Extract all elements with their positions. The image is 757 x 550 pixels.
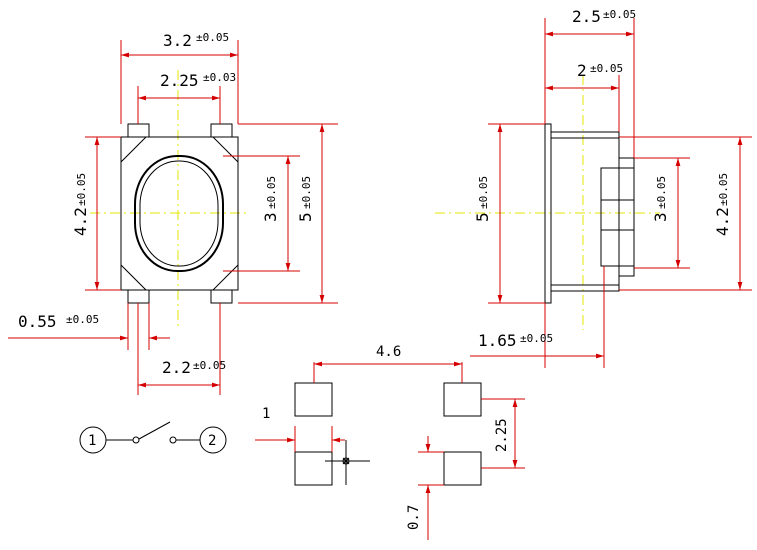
lead-top-left — [127, 123, 150, 138]
dim-top-inner-width-tol: ±0.03 — [203, 71, 236, 84]
dim-side-height: 5 — [473, 212, 492, 222]
dim-side-height-right: 4.2 — [713, 207, 732, 236]
pin-1-label: 1 — [88, 433, 96, 449]
lead-bottom-left — [127, 289, 150, 304]
side-view: 2.5 ±0.05 2 ±0.05 5 ±0.05 3 ±0.05 4.2 ±0… — [435, 7, 752, 368]
dim-side-height-right-tol: ±0.05 — [717, 173, 730, 206]
dim-side-total-width: 2.5 — [572, 7, 601, 26]
pcb-footprint: 4.6 1 2.25 0.7 — [255, 344, 525, 540]
dim-lead-pitch: 2.2 — [162, 358, 191, 377]
switch-schematic: 1 2 — [79, 421, 227, 454]
dim-pad-row-pitch: 2.25 — [494, 418, 510, 452]
pad-bottom-left — [294, 451, 333, 486]
dim-pad-width: 1 — [262, 406, 270, 422]
dim-top-height: 4.2 — [71, 207, 90, 236]
lead-top-right — [210, 123, 233, 138]
dim-lead-pitch-tol: ±0.05 — [193, 359, 226, 372]
dim-side-lead-offset: 1.65 — [478, 331, 517, 350]
dim-side-body-width-tol: ±0.05 — [590, 62, 623, 75]
dim-lead-width: 0.55 — [18, 312, 57, 331]
dim-top-height-tol: ±0.05 — [75, 173, 88, 206]
top-view: 3.2 ±0.05 2.25 ±0.03 4.2 ±0.05 3 ±0.05 5… — [8, 31, 338, 395]
dim-side-total-width-tol: ±0.05 — [603, 8, 636, 21]
pad-bottom-right — [443, 451, 482, 486]
actuator-outline — [134, 155, 224, 272]
dim-pad-height: 0.7 — [406, 505, 422, 530]
side-body — [550, 131, 620, 292]
dim-top-inner-width: 2.25 — [160, 71, 199, 90]
pin-2-circle — [199, 426, 227, 454]
pad-top-left — [294, 382, 333, 417]
dim-top-body-height-tol: ±0.05 — [300, 176, 313, 209]
switch-body — [120, 136, 239, 291]
dim-top-inner-height-tol: ±0.05 — [265, 176, 278, 209]
dim-side-lead-offset-tol: ±0.05 — [520, 332, 553, 345]
dim-top-inner-height: 3 — [261, 212, 280, 222]
pad-top-right — [443, 382, 482, 417]
dim-side-height-tol: ±0.05 — [477, 176, 490, 209]
dim-side-inner-height: 3 — [651, 212, 670, 222]
side-actuator — [600, 167, 635, 267]
origin-crosshair — [325, 440, 370, 485]
dim-top-width: 3.2 — [163, 31, 192, 50]
lead-bottom-right — [210, 289, 233, 304]
dim-side-inner-height-tol: ±0.05 — [655, 176, 668, 209]
dim-pad-pitch: 4.6 — [376, 344, 401, 360]
dim-side-body-width: 2 — [577, 61, 587, 80]
pin-2-label: 2 — [208, 433, 216, 449]
dim-lead-width-tol: ±0.05 — [66, 313, 99, 326]
dim-top-width-tol: ±0.05 — [196, 31, 229, 44]
dim-top-body-height: 5 — [296, 212, 315, 222]
